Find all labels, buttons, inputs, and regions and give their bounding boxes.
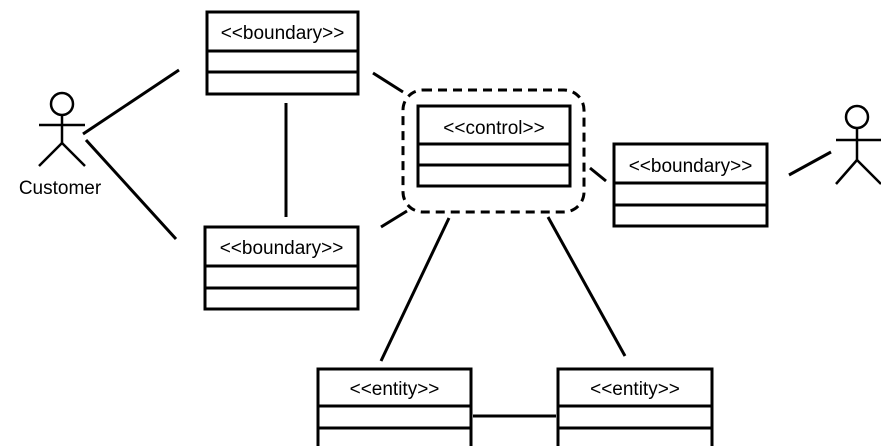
assoc-boundary-right-actor — [788, 150, 832, 177]
class-box — [203, 225, 360, 311]
actor-right-leg — [856, 159, 881, 185]
class-box — [416, 104, 572, 188]
actor-left-leg — [835, 159, 858, 185]
assoc-control-entity-left — [379, 217, 451, 362]
actor-label-customer: Customer — [19, 178, 102, 199]
assoc-customer-boundary-top — [82, 68, 180, 136]
assoc-boundary-top-control — [372, 71, 404, 94]
class-boundary-bottom: <<boundary>> — [203, 225, 360, 311]
actor-right — [835, 104, 881, 185]
assoc-control-boundary-right — [589, 166, 607, 183]
class-stereotype: <<boundary>> — [220, 238, 344, 259]
class-stereotype: <<boundary>> — [629, 156, 753, 177]
assoc-control-entity-right — [546, 216, 627, 357]
class-stereotype: <<entity>> — [350, 379, 440, 400]
class-stereotype: <<entity>> — [590, 379, 680, 400]
class-boundary-right: <<boundary>> — [612, 142, 769, 228]
class-boundary-top: <<boundary>> — [205, 10, 360, 96]
assoc-boundary-bottom-control — [380, 209, 408, 229]
actor-left-leg — [38, 142, 63, 167]
class-control: <<control>> — [401, 88, 586, 214]
class-box — [612, 142, 769, 228]
class-box — [205, 10, 360, 96]
actor-right-leg — [61, 142, 86, 167]
class-stereotype: <<boundary>> — [221, 23, 345, 44]
actor-head — [49, 91, 75, 117]
actor-head — [844, 104, 870, 130]
assoc-customer-boundary-bottom — [84, 138, 178, 241]
associations — [82, 68, 832, 418]
control-dashed-outline — [401, 88, 586, 214]
class-stereotype: <<control>> — [443, 118, 544, 139]
actor-customer: Customer — [19, 91, 102, 199]
class-entity-left: <<entity>> — [316, 367, 473, 446]
class-entity-right: <<entity>> — [556, 367, 714, 446]
